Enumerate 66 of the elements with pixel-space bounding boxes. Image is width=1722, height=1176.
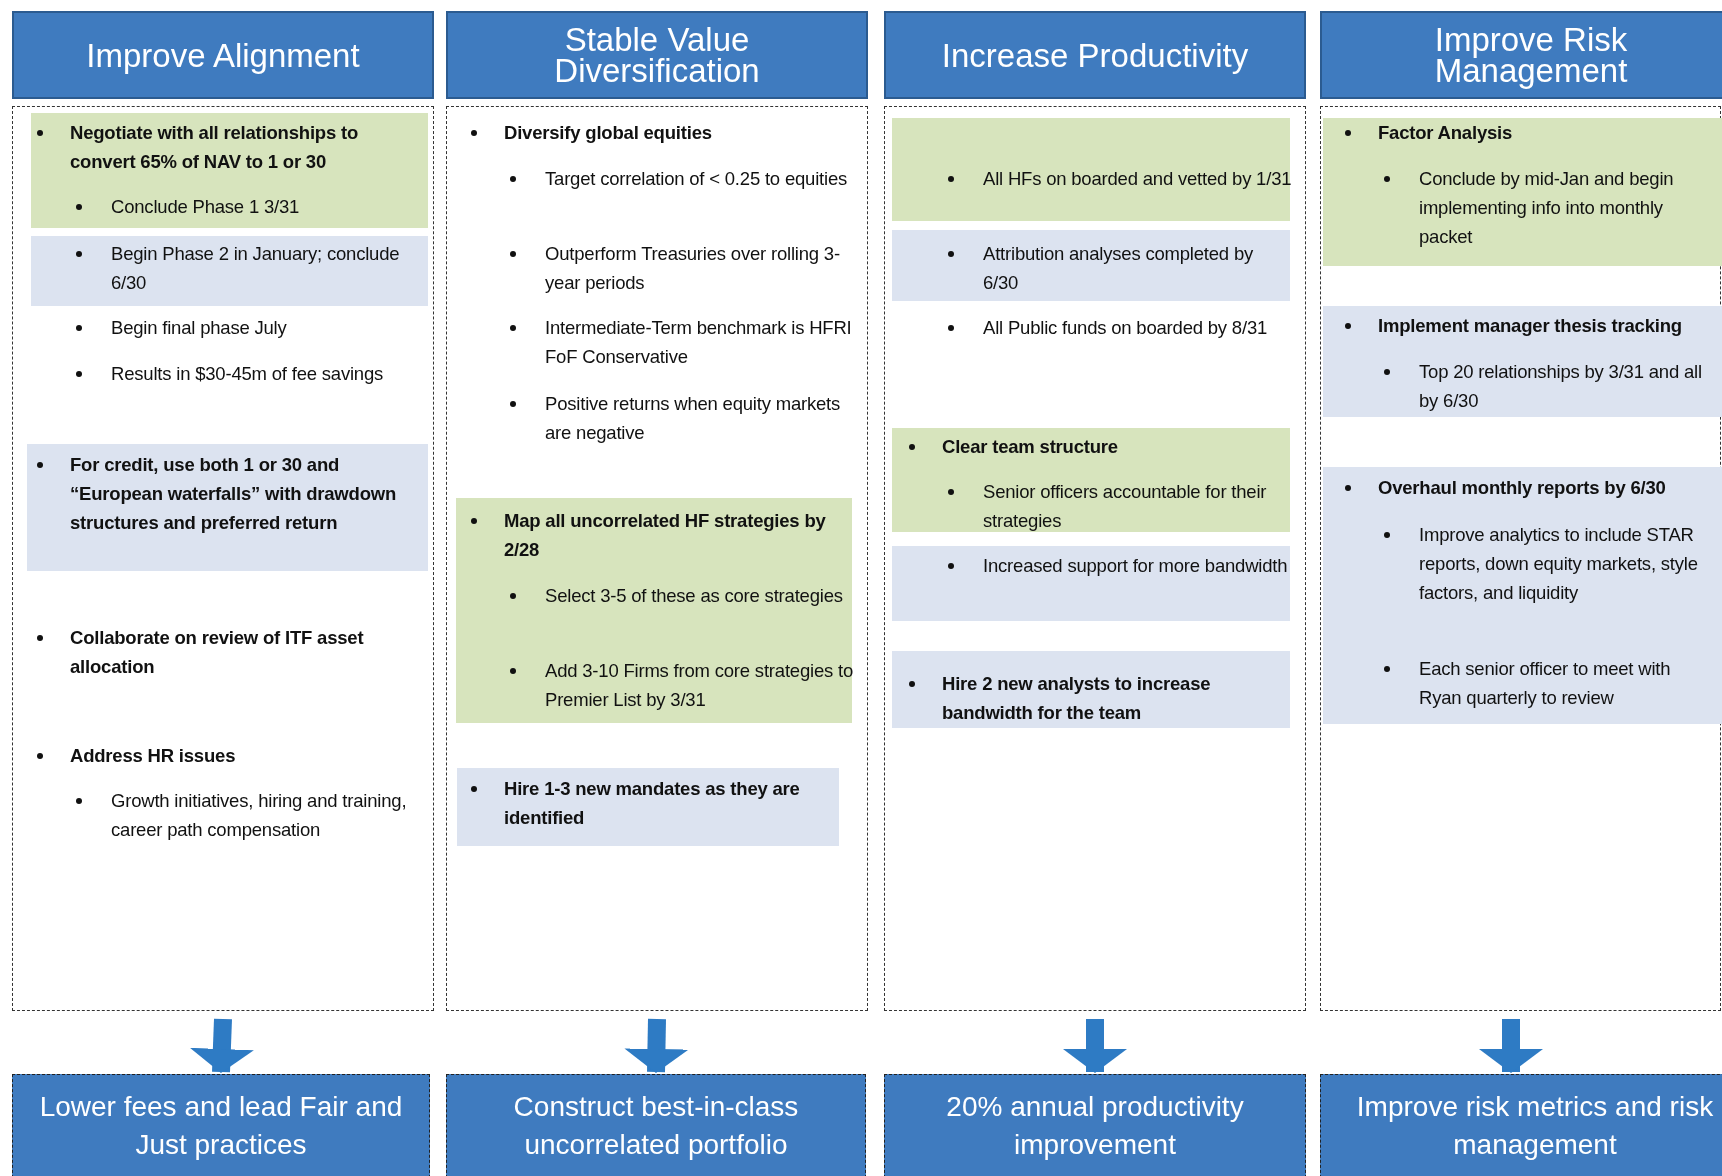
bullet-item: Conclude Phase 1 3/31 — [111, 195, 301, 219]
block-arrow — [624, 1018, 689, 1073]
bullet-item: Improve analytics to include STAR reports, down equity markets, style factors, and liquidity — [1419, 523, 1699, 605]
bullet-item: Results in $30-45m of fee savings — [111, 362, 385, 386]
highlight-band — [892, 118, 1290, 221]
bullet-heading: Overhaul monthly reports by 6/30 — [1378, 476, 1667, 500]
bullet-heading: For credit, use both 1 or 30 and “European waterfalls” with drawdown structures and preferred return — [70, 453, 398, 535]
highlight-band — [892, 651, 1290, 728]
dashed-panel — [446, 106, 868, 1011]
bullet-heading: Collaborate on review of ITF asset allocation — [70, 626, 365, 679]
highlight-band — [27, 444, 428, 571]
column-header — [446, 11, 868, 99]
bullet-item: All HFs on boarded and vetted by 1/31 — [983, 167, 1293, 191]
bullet-heading: Clear team structure — [942, 435, 1119, 459]
block-arrow — [1063, 1019, 1127, 1073]
bullet-heading: Implement manager thesis tracking — [1378, 314, 1683, 338]
bullet-item: Begin Phase 2 in January; conclude 6/30 — [111, 242, 401, 295]
highlight-band — [1323, 306, 1722, 417]
highlight-band — [892, 230, 1290, 301]
dashed-panel — [1320, 106, 1721, 1011]
bullet-item: Conclude by mid-Jan and begin implementing info into monthly packet — [1419, 167, 1675, 249]
block-arrow — [1479, 1019, 1543, 1073]
bullet-heading: Hire 2 new analysts to increase bandwidth for the team — [942, 672, 1212, 725]
bullet-item: Add 3-10 Firms from core strategies to Premier List by 3/31 — [545, 659, 855, 712]
bullet-item: Select 3-5 of these as core strategies — [545, 584, 844, 608]
outcome-text: Lower fees and lead Fair and Just practices — [38, 1090, 404, 1162]
bullet-item: Top 20 relationships by 3/31 and all by 6/30 — [1419, 360, 1703, 413]
bullet-item: Positive returns when equity markets are negative — [545, 392, 842, 445]
bullet-item: Target correlation of < 0.25 to equities — [545, 167, 849, 191]
highlight-band — [456, 498, 852, 723]
dashed-panel — [884, 106, 1306, 1011]
bullet-item: Begin final phase July — [111, 316, 288, 340]
outcome-text: Construct best-in-class uncorrelated portfolio — [512, 1090, 800, 1162]
highlight-band — [31, 113, 428, 228]
bullet-heading: Hire 1-3 new mandates as they are identified — [504, 777, 801, 830]
outcome-text: 20% annual productivity improvement — [945, 1090, 1245, 1162]
highlight-band — [457, 768, 839, 846]
bullet-item: All Public funds on boarded by 8/31 — [983, 316, 1269, 340]
outcome-text: Improve risk metrics and risk management — [1355, 1090, 1715, 1162]
highlight-band — [1323, 118, 1722, 266]
highlight-band — [1323, 467, 1722, 724]
bullet-heading: Map all uncorrelated HF strategies by 2/28 — [504, 509, 827, 562]
bullet-heading: Factor Analysis — [1378, 121, 1514, 145]
bullet-item: Growth initiatives, hiring and training, career path compensation — [111, 789, 408, 842]
outcome-box — [884, 1074, 1306, 1176]
bullet-heading: Diversify global equities — [504, 121, 713, 145]
outcome-box — [1320, 1074, 1722, 1176]
bullet-item: Increased support for more bandwidth — [983, 554, 1289, 578]
bullet-heading: Address HR issues — [70, 744, 237, 768]
header-title: Stable Value Diversification — [553, 24, 761, 86]
bullet-item: Attribution analyses completed by 6/30 — [983, 242, 1255, 295]
bullet-item: Each senior officer to meet with Ryan quarterly to review — [1419, 657, 1672, 710]
column-header — [1320, 11, 1722, 99]
bullet-heading: Negotiate with all relationships to convert 65% of NAV to 1 or 30 — [70, 121, 359, 174]
column-header — [884, 11, 1306, 99]
highlight-band — [892, 428, 1290, 532]
bullet-item: Outperform Treasuries over rolling 3-year periods — [545, 242, 841, 295]
highlight-band — [31, 236, 428, 306]
outcome-box — [12, 1074, 430, 1176]
column-header — [12, 11, 434, 99]
block-arrow — [189, 1018, 254, 1073]
bullet-item: Intermediate-Term benchmark is HFRI FoF Conservative — [545, 316, 853, 369]
bullet-item: Senior officers accountable for their strategies — [983, 480, 1268, 533]
outcome-box — [446, 1074, 866, 1176]
dashed-panel — [12, 106, 434, 1011]
highlight-band — [892, 546, 1290, 621]
